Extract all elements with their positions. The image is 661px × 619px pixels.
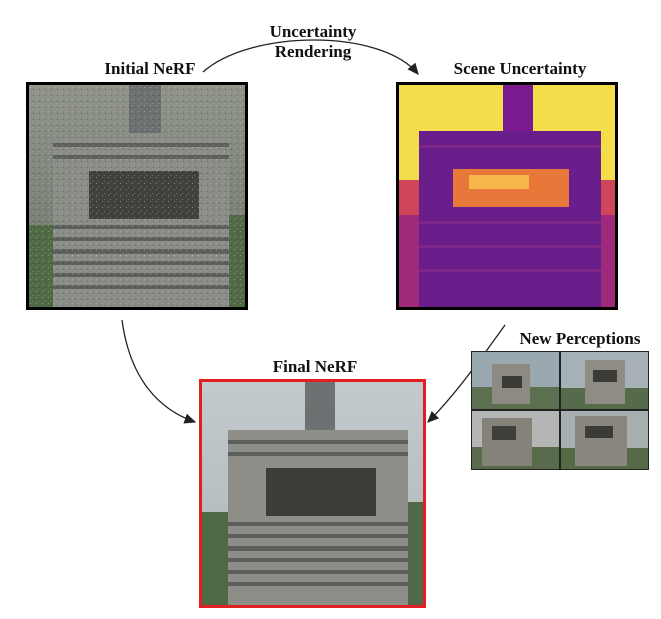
uncertainty-rendering-line2: Rendering [274,42,352,61]
arrow-to-uncertainty [202,39,419,76]
perception-photo-4 [561,411,648,469]
initial-nerf-title: Initial NeRF [104,59,196,78]
uncertainty-rendering-line1: Uncertainty [269,22,357,41]
scene-uncertainty-image [396,82,618,310]
uncertainty-rendering-label: Uncertainty Rendering [258,22,368,62]
scene-uncertainty-title: Scene Uncertainty [453,59,587,78]
final-nerf-image [199,379,426,608]
new-perceptions-title: New Perceptions [519,329,641,348]
initial-nerf-image [26,82,248,310]
perception-photo-3 [472,411,559,469]
new-perceptions-grid [471,351,649,470]
arrow-initial-to-final [121,319,197,424]
final-nerf-title: Final NeRF [272,357,358,376]
perception-photo-2 [561,352,648,409]
perception-photo-1 [472,352,559,409]
arrow-perceptions-to-final [427,324,506,423]
